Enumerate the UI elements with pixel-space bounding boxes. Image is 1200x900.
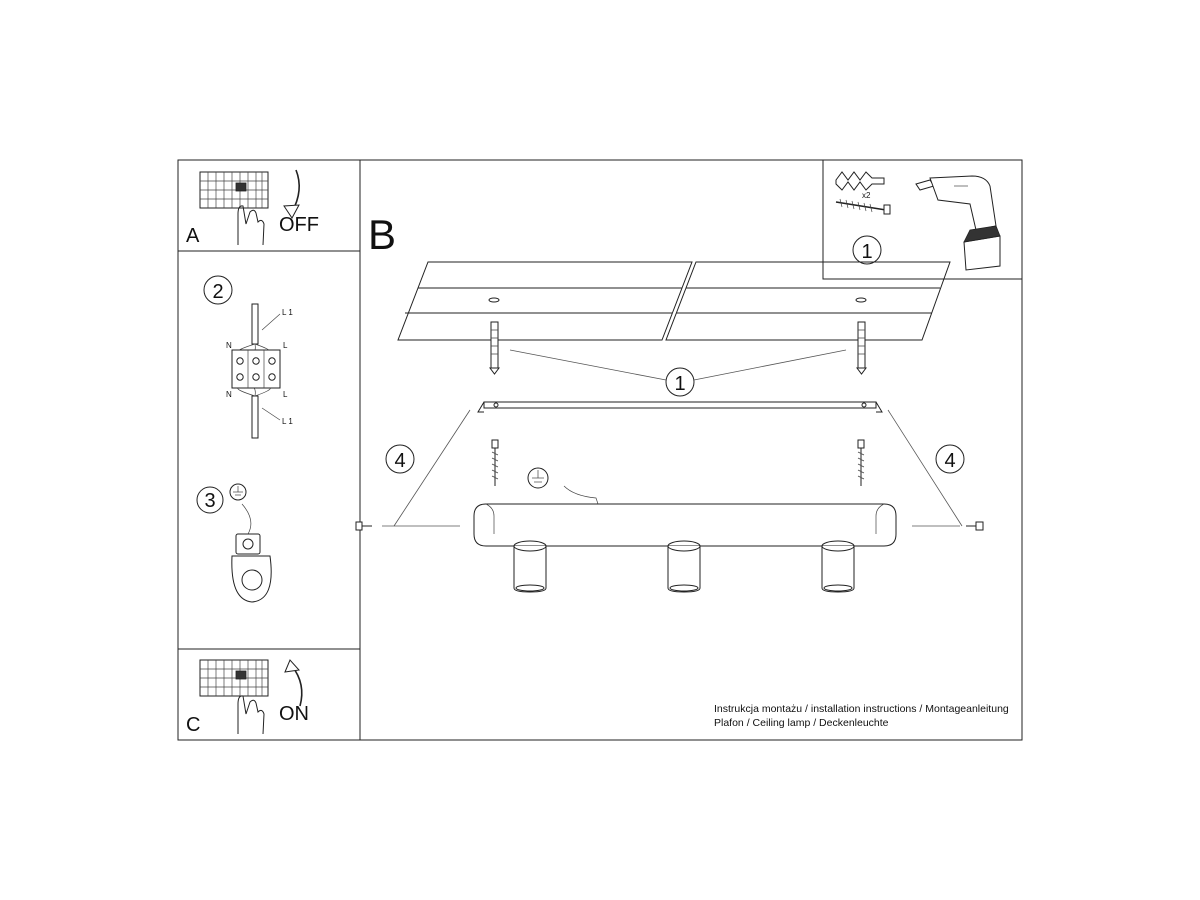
wire-label-l-bottom: L	[283, 390, 288, 399]
step-2-number: 2	[212, 281, 223, 303]
frame	[177, 159, 1023, 741]
breaker-box-icon	[199, 659, 269, 697]
drill-icon	[915, 175, 1001, 271]
side-screw-left	[355, 521, 372, 531]
ground-symbol-icon	[229, 483, 247, 501]
panel-a-letter: A	[186, 225, 200, 247]
step-4-circle-left	[385, 444, 415, 474]
ground-symbol-icon	[527, 467, 549, 489]
footer-line-2: Plafon / Ceiling lamp / Deckenleuchte	[714, 717, 889, 729]
panel-b: B 1	[355, 211, 984, 593]
step-4-number-right: 4	[944, 450, 955, 472]
wiring-step: 2 L 1 N L N L L 1	[203, 275, 293, 439]
hand-icon	[237, 205, 265, 246]
panel-a-state: OFF	[279, 214, 319, 236]
step-1-callout-circle	[665, 367, 695, 397]
step-4-number-left: 4	[394, 450, 405, 472]
mounting-bracket	[477, 401, 883, 413]
arrow-up-icon	[291, 665, 303, 707]
footer: Instrukcja montażu / installation instru…	[714, 703, 1009, 729]
tools-inset: x2 1	[835, 171, 1001, 271]
wire-label-l-top: L	[283, 341, 288, 350]
panel-a: OFF A	[186, 169, 319, 247]
anchor-count: x2	[862, 191, 871, 200]
terminal-block-icon	[231, 303, 281, 439]
wire-label-l1-bottom: L 1	[282, 417, 293, 426]
bracket-screw-left	[491, 439, 499, 486]
panel-c-state: ON	[279, 703, 309, 725]
arrow-head	[284, 659, 300, 673]
ground-step: 3	[196, 483, 272, 603]
wire-label-l1-top: L 1	[282, 308, 293, 317]
panel-b-letter: B	[368, 211, 396, 258]
lamp-base	[473, 503, 897, 547]
step-2-circle	[203, 275, 233, 305]
bracket-screw-right	[857, 439, 865, 486]
step-3-circle	[196, 486, 224, 514]
hand-icon	[237, 695, 265, 735]
wall-anchor-icon	[835, 171, 885, 191]
step-3-number: 3	[204, 490, 215, 512]
wall-plug-right	[856, 321, 867, 375]
ground-lug-icon	[231, 533, 272, 603]
wall-plug-left	[489, 321, 500, 375]
step-4-circle-right	[935, 444, 965, 474]
step-1-callout-number: 1	[674, 373, 685, 395]
wire-label-n-top: N	[226, 341, 232, 350]
side-screw-right	[966, 521, 984, 531]
ground-wire	[241, 503, 252, 535]
spotlight-1	[513, 540, 547, 593]
footer-line-1: Instrukcja montażu / installation instru…	[714, 703, 1009, 715]
ceiling-plate	[397, 261, 951, 341]
step-1-number: 1	[861, 241, 872, 263]
spotlight-2	[667, 540, 701, 593]
step-1-circle	[852, 235, 882, 265]
arrow-head	[283, 204, 300, 219]
breaker-box-icon	[199, 171, 269, 209]
panel-c: ON C	[186, 659, 309, 736]
spotlight-3	[821, 540, 855, 593]
panel-c-letter: C	[186, 714, 200, 736]
ground-wire	[563, 485, 599, 505]
screw-icon	[835, 198, 891, 215]
wire-label-n-bottom: N	[226, 390, 232, 399]
